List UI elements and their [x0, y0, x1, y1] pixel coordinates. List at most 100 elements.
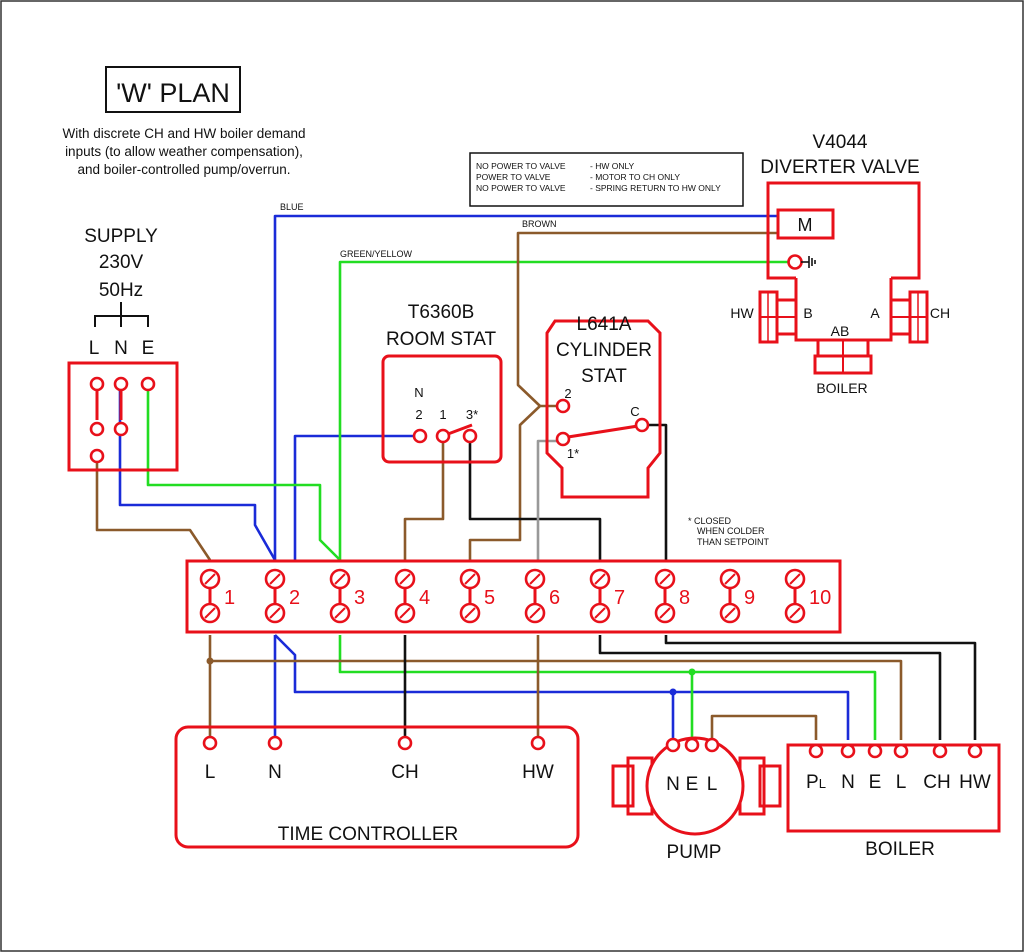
junction-screw-slot — [334, 607, 346, 619]
time-controller-box — [174, 725, 580, 849]
tc-terminal-hw — [530, 735, 546, 751]
tc-label-n: N — [268, 762, 282, 783]
boiler-label-ch: CH — [923, 772, 950, 793]
valve-notes: NO POWER TO VALVE - HW ONLY POWER TO VAL… — [476, 161, 721, 193]
valve-earth-terminal — [787, 254, 803, 270]
isolator-l-out — [89, 448, 105, 464]
tc-terminal-ch — [397, 735, 413, 751]
brown-wires — [95, 231, 903, 740]
junction-terminal-number: 1 — [224, 587, 235, 609]
boiler-terminal-pl — [808, 743, 824, 759]
note-result-3: - SPRING RETURN TO HW ONLY — [590, 183, 721, 193]
cylinder-stat-label-2: 2 — [564, 386, 571, 401]
blue-junction-dot — [669, 688, 677, 696]
cylinder-stat-terminal-c — [634, 417, 650, 433]
note-result-2: - MOTOR TO CH ONLY — [590, 172, 680, 182]
boiler-terminal-hw — [967, 743, 983, 759]
junction-screw-slot — [204, 607, 216, 619]
pump-terminal-l — [704, 737, 720, 753]
description-line-1: With discrete CH and HW boiler demand — [62, 126, 305, 141]
junction-screw-slot — [269, 607, 281, 619]
boiler-label-n: N — [841, 772, 855, 793]
pump: N E L PUMP — [611, 736, 782, 863]
valve-port-hw: HW — [730, 305, 754, 321]
room-stat-label-1: 1 — [439, 407, 446, 422]
junction-screw-slot — [464, 573, 476, 585]
isolator-n-in — [113, 376, 129, 392]
pump-name: PUMP — [667, 842, 722, 863]
valve-notes-box — [469, 152, 744, 207]
cylinder-stat-box — [545, 319, 662, 499]
note-state-1: NO POWER TO VALVE — [476, 161, 566, 171]
junction-screw-slot — [204, 573, 216, 585]
note-state-3: NO POWER TO VALVE — [476, 183, 566, 193]
junction-screw-slot — [399, 573, 411, 585]
cylinder-stat: L641A CYLINDER STAT 2 C 1* — [545, 314, 662, 499]
junction-screw-slot — [724, 573, 736, 585]
page-title: 'W' PLAN — [116, 78, 230, 108]
junction-box-frame — [185, 559, 842, 634]
pump-label-l: L — [707, 774, 718, 795]
junction-screw-slot — [789, 573, 801, 585]
cylinder-stat-line3: STAT — [581, 366, 627, 387]
cylinder-stat-label-1: 1* — [567, 446, 579, 461]
room-stat-name: ROOM STAT — [386, 329, 497, 350]
boiler-box — [786, 743, 1001, 833]
junction-terminal-number: 7 — [614, 587, 625, 609]
boiler-name: BOILER — [865, 839, 935, 860]
pump-body — [645, 736, 745, 836]
brown-junction-dot — [206, 657, 214, 665]
isolator-l-contact — [89, 421, 105, 437]
valve-motor-label: M — [798, 215, 813, 235]
footnote: * CLOSED WHEN COLDER THAN SETPOINT — [688, 516, 770, 547]
valve-model: V4044 — [813, 132, 868, 153]
cylinder-stat-line2: CYLINDER — [556, 340, 652, 361]
title-box — [105, 66, 241, 113]
junction-screw-slot — [659, 573, 671, 585]
tc-terminal-l — [202, 735, 218, 751]
valve-port-a: A — [870, 305, 880, 321]
tc-label-hw: HW — [522, 762, 554, 783]
boiler: PL N E L CH HW BOILER — [786, 743, 1001, 860]
time-controller: L N CH HW TIME CONTROLLER — [174, 725, 580, 849]
junction-screw-slot — [529, 573, 541, 585]
supply: SUPPLY 230V 50Hz L N E — [67, 226, 179, 472]
room-stat-terminal-3 — [462, 428, 478, 444]
boiler-label-l: L — [896, 772, 907, 793]
junction-terminal-number: 6 — [549, 587, 560, 609]
green-wires — [146, 260, 877, 740]
junction-terminal-number: 5 — [484, 587, 495, 609]
junction-terminal-number: 9 — [744, 587, 755, 609]
valve-motor-box — [776, 208, 835, 240]
tc-terminal-n — [267, 735, 283, 751]
pump-terminal-n — [665, 737, 681, 753]
wires — [95, 214, 977, 740]
black-wires — [403, 423, 977, 740]
blue-wires — [118, 214, 850, 740]
footnote-line-1: * CLOSED — [688, 516, 732, 526]
pump-label-n: N — [666, 774, 680, 795]
isolator-switch-box — [67, 361, 179, 472]
description-line-2: inputs (to allow weather compensation), — [65, 144, 303, 159]
room-stat-model: T6360B — [408, 302, 475, 323]
diverter-valve: V4044 DIVERTER VALVE M HW B A CH AB BOIL… — [730, 132, 950, 396]
junction-screw-slot — [399, 607, 411, 619]
tc-name: TIME CONTROLLER — [278, 824, 459, 845]
supply-frequency: 50Hz — [99, 280, 143, 301]
junction-terminal-number: 3 — [354, 587, 365, 609]
valve-port-ab: AB — [831, 323, 850, 339]
room-stat-terminal-2 — [412, 428, 428, 444]
footnote-line-2: WHEN COLDER — [697, 526, 765, 536]
junction-screw-slot — [529, 607, 541, 619]
boiler-terminal-e — [867, 743, 883, 759]
valve-port-boiler: BOILER — [816, 380, 867, 396]
supply-terminal-n: N — [114, 338, 128, 359]
room-stat-label-n: N — [414, 385, 423, 400]
wire-label-blue: BLUE — [280, 202, 304, 212]
note-state-2: POWER TO VALVE — [476, 172, 551, 182]
wire-label-green-yellow: GREEN/YELLOW — [340, 249, 413, 259]
supply-terminal-l: L — [89, 338, 100, 359]
junction-terminal-number: 4 — [419, 587, 430, 609]
cylinder-stat-terminal-1 — [555, 431, 571, 447]
